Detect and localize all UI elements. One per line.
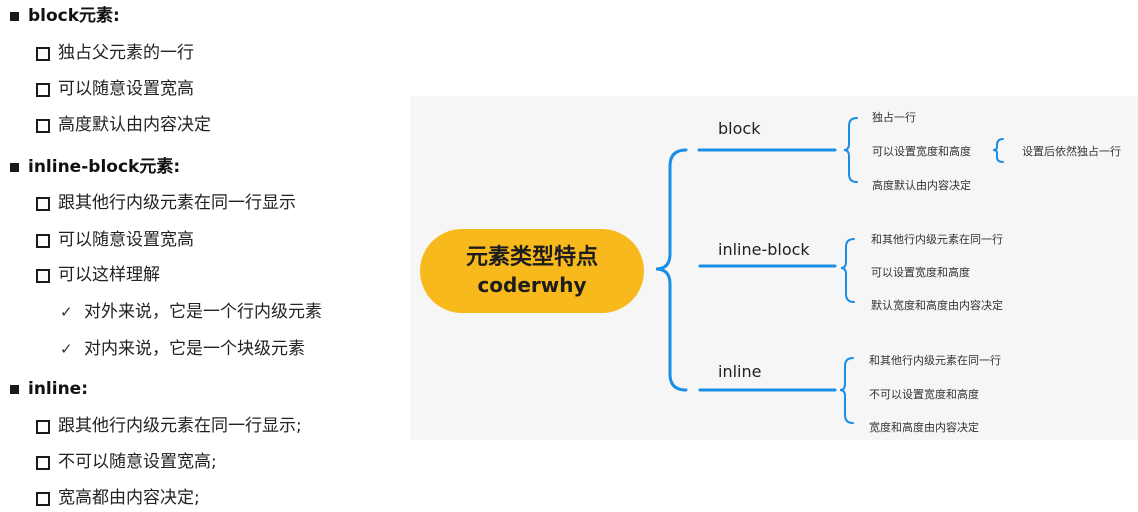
sub-note-brace [992,138,1004,163]
outline-subitem: ✓ 对内来说，它是一个块级元素 [60,339,305,359]
checkmark-icon: ✓ [60,340,73,358]
inline-block-leaf-brace [840,238,855,303]
element-types-outline: block元素: 独占父元素的一行 可以随意设置宽高 高度默认由内容决定 inl… [0,0,400,512]
leaf-node: 高度默认由内容决定 [872,179,971,192]
square-bullet-icon [10,163,19,172]
mind-map: 元素类型特点 coderwhy block inline-block inlin… [410,96,1138,440]
leaf-node: 可以设置宽度和高度 [871,266,970,279]
hollow-square-bullet-icon [36,268,50,283]
center-subtitle: coderwhy [477,273,587,298]
checkmark-icon: ✓ [60,303,73,321]
center-title: 元素类型特点 [465,244,598,270]
hollow-square-bullet-icon [36,46,50,61]
hollow-square-bullet-icon [36,419,50,434]
leaf-node: 和其他行内级元素在同一行 [871,233,1003,246]
sub-note: 设置后依然独占一行 [1022,145,1121,158]
outline-item: 可以随意设置宽高 [36,81,194,98]
hollow-square-bullet-icon [36,196,50,211]
leaf-node: 宽度和高度由内容决定 [869,421,979,434]
outline-item: 不可以随意设置宽高; [36,454,217,471]
square-bullet-icon [10,12,19,21]
outline-item: 跟其他行内级元素在同一行显示 [36,195,296,212]
leaf-node: 不可以设置宽度和高度 [869,388,979,401]
outline-item: 可以随意设置宽高 [36,232,194,249]
hollow-square-bullet-icon [36,118,50,133]
hollow-square-bullet-icon [36,233,50,248]
outline-item: 高度默认由内容决定 [36,117,211,134]
hollow-square-bullet-icon [36,455,50,470]
branch-label-block: block [718,119,761,138]
outline-heading-inline: inline: [10,381,88,398]
outline-subitem: ✓ 对外来说，它是一个行内级元素 [60,302,322,322]
outline-heading-inline-block: inline-block元素: [10,159,180,176]
leaf-node: 独占一行 [872,111,916,124]
center-topic: 元素类型特点 coderwhy [420,229,644,313]
leaf-node: 可以设置宽度和高度 [872,145,971,158]
branch-label-inline-block: inline-block [718,240,810,259]
outline-item: 可以这样理解 [36,267,160,284]
inline-leaf-brace [839,357,854,424]
branch-label-inline: inline [718,362,762,381]
hollow-square-bullet-icon [36,491,50,506]
leaf-node: 和其他行内级元素在同一行 [869,354,1001,367]
hollow-square-bullet-icon [36,82,50,97]
leaf-node: 默认宽度和高度由内容决定 [871,299,1003,312]
outline-heading-block: block元素: [10,8,120,25]
outline-item: 跟其他行内级元素在同一行显示; [36,418,302,435]
block-leaf-brace [843,117,858,183]
outline-item: 宽高都由内容决定; [36,490,200,507]
square-bullet-icon [10,385,19,394]
outline-item: 独占父元素的一行 [36,45,194,62]
mind-map-connectors [655,117,1004,424]
main-brace-connector [655,148,688,392]
